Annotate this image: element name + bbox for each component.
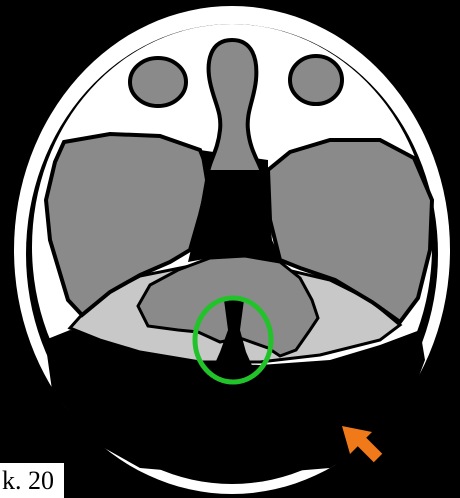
slice-label: k. 20 xyxy=(0,463,64,498)
top-left-blob xyxy=(130,58,186,106)
top-right-blob xyxy=(290,56,342,104)
